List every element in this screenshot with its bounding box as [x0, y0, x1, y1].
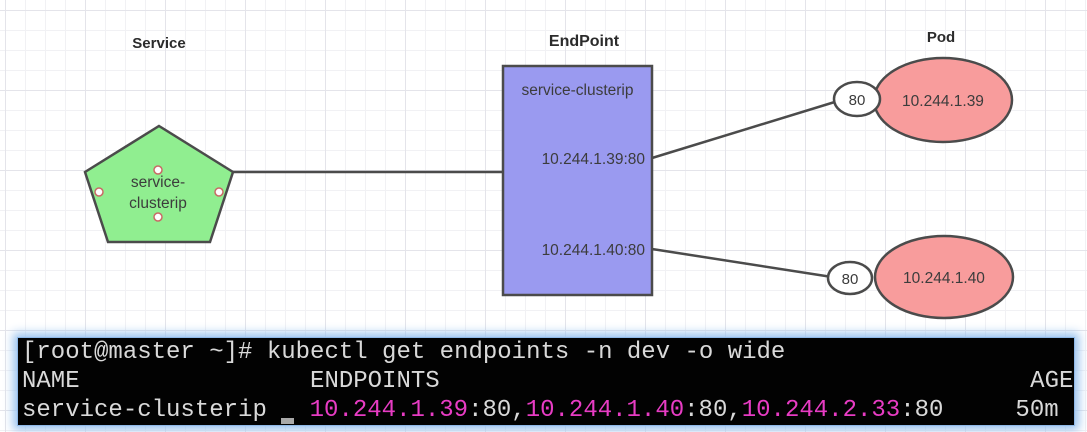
- terminal-pad: [295, 397, 309, 424]
- pod-title: Pod: [926, 29, 956, 46]
- endpoint-row2-label: 10.244.1.40:80: [541, 242, 645, 259]
- pod1-ip-label: 10.244.1.39: [902, 93, 984, 110]
- endpoint-title: EndPoint: [548, 33, 620, 50]
- terminal-command-text: [root@master ~]# kubectl get endpoints -…: [22, 339, 786, 366]
- pod2-ellipse-shape[interactable]: [873, 234, 1015, 320]
- terminal-header-line: NAME ENDPOINTS AGE: [22, 367, 1074, 396]
- connection-handle-bottom[interactable]: [153, 212, 163, 222]
- pod2-port-label: 80: [841, 271, 859, 288]
- connection-handle-left[interactable]: [94, 187, 104, 197]
- terminal-endpoint-port1: :80,: [468, 397, 526, 424]
- terminal-endpoint-port3: :80: [900, 397, 944, 424]
- pod1-port-label: 80: [848, 92, 866, 109]
- endpoint-row1-label: 10.244.1.39:80: [541, 151, 645, 168]
- terminal-endpoint-ip2: 10.244.1.40: [525, 397, 685, 424]
- pod1-port-ellipse-shape[interactable]: [832, 80, 882, 118]
- service-pentagon-shape[interactable]: [83, 124, 235, 244]
- pod2-ip-label: 10.244.1.40: [903, 270, 985, 287]
- terminal-age-value: 50m: [1015, 397, 1059, 424]
- endpoint-name-label: service-clusterip: [521, 82, 634, 99]
- terminal-endpoint-port2: :80,: [684, 397, 742, 424]
- service-label-line2: clusterip: [129, 195, 187, 212]
- connection-handle-right[interactable]: [214, 187, 224, 197]
- diagram-shapes: [83, 56, 1015, 320]
- terminal-header-text: NAME ENDPOINTS AGE: [22, 368, 1074, 395]
- terminal-window[interactable]: [root@master ~]# kubectl get endpoints -…: [18, 338, 1074, 425]
- terminal-cursor: [281, 405, 295, 425]
- service-pentagon-label: service- clusterip: [98, 172, 218, 214]
- terminal-pad: [943, 397, 1015, 424]
- service-label-line1: service-: [130, 174, 186, 191]
- terminal-pad: [267, 397, 281, 424]
- connector-endpoint-to-pod2[interactable]: [651, 247, 833, 279]
- terminal-prompt-line: [root@master ~]# kubectl get endpoints -…: [22, 338, 1074, 367]
- terminal-result-name: service-clusterip: [22, 397, 267, 424]
- pod2-port-ellipse-shape[interactable]: [826, 260, 874, 296]
- terminal-endpoint-ip3: 10.244.2.33: [741, 397, 901, 424]
- connector-endpoint-to-pod1[interactable]: [651, 99, 839, 160]
- endpoint-rect-shape[interactable]: [501, 64, 654, 297]
- connection-handle-top[interactable]: [153, 165, 163, 175]
- service-title: Service: [132, 35, 186, 52]
- terminal-result-line: service-clusterip 10.244.1.39:80,10.244.…: [22, 396, 1074, 425]
- terminal-endpoint-ip1: 10.244.1.39: [309, 397, 469, 424]
